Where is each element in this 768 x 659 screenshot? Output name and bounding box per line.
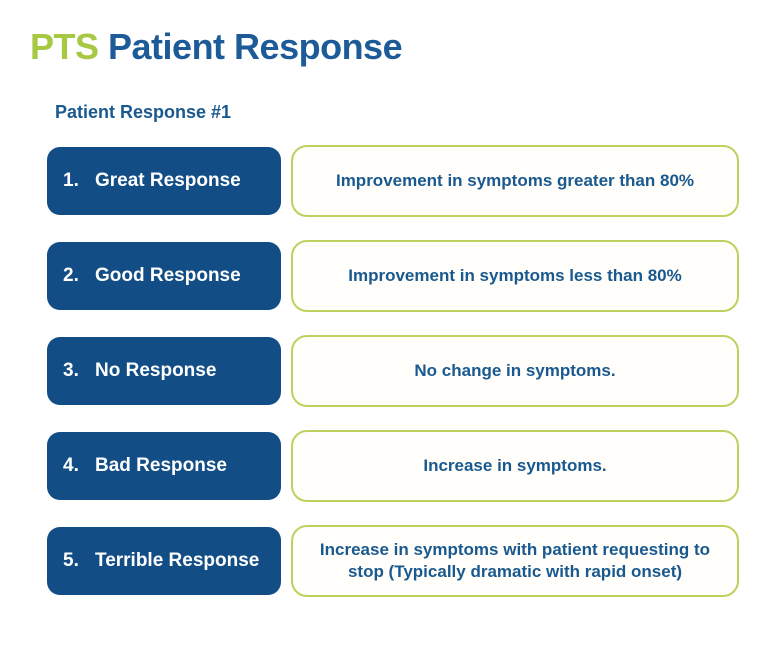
page-title-rest: Patient Response [98, 26, 403, 67]
response-label-box: 1. Great Response [47, 147, 281, 215]
response-label-box: 5. Terrible Response [47, 527, 281, 595]
response-description: Increase in symptoms. [423, 455, 607, 475]
response-label: Great Response [95, 170, 241, 192]
response-description-box: Increase in symptoms with patient reques… [291, 525, 739, 597]
response-label-box: 3. No Response [47, 337, 281, 405]
response-label: Terrible Response [95, 550, 260, 572]
response-description-box: Improvement in symptoms greater than 80% [291, 145, 739, 217]
response-label: No Response [95, 360, 217, 382]
page-title: PTS Patient Response [30, 26, 768, 68]
response-row-3: 3. No Response No change in symptoms. [47, 335, 768, 407]
response-list: 1. Great Response Improvement in symptom… [47, 145, 768, 597]
response-label: Good Response [95, 265, 241, 287]
response-description-box: Improvement in symptoms less than 80% [291, 240, 739, 312]
response-number: 1. [63, 170, 79, 191]
page-title-highlight: PTS [30, 26, 99, 67]
response-row-2: 2. Good Response Improvement in symptoms… [47, 240, 768, 312]
response-row-5: 5. Terrible Response Increase in symptom… [47, 525, 768, 597]
response-number: 5. [63, 550, 79, 571]
response-description: Increase in symptoms with patient reques… [319, 539, 711, 581]
response-description-box: Increase in symptoms. [291, 430, 739, 502]
response-number: 2. [63, 265, 79, 286]
response-description: Improvement in symptoms greater than 80% [335, 170, 695, 190]
section-subtitle: Patient Response #1 [55, 102, 232, 122]
response-number: 4. [63, 455, 79, 476]
response-number: 3. [63, 360, 79, 381]
response-label-box: 2. Good Response [47, 242, 281, 310]
response-row-4: 4. Bad Response Increase in symptoms. [47, 430, 768, 502]
response-description: Improvement in symptoms less than 80% [348, 265, 682, 285]
response-description: No change in symptoms. [414, 360, 616, 380]
response-label-box: 4. Bad Response [47, 432, 281, 500]
response-row-1: 1. Great Response Improvement in symptom… [47, 145, 768, 217]
response-label: Bad Response [95, 455, 227, 477]
response-description-box: No change in symptoms. [291, 335, 739, 407]
